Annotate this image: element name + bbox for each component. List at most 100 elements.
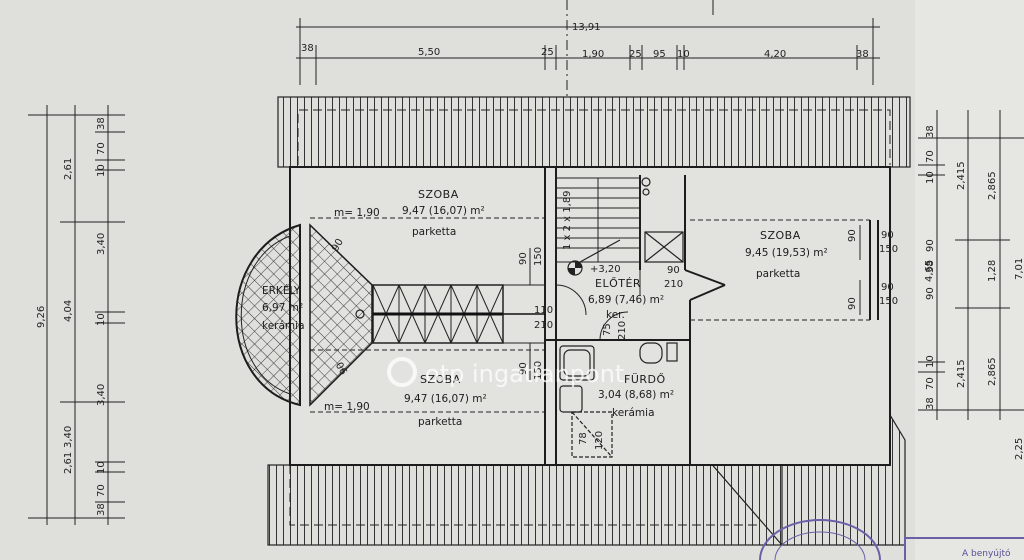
dim-total-width: 13,91 bbox=[572, 22, 601, 33]
op-150-g: 150 bbox=[879, 296, 898, 307]
op-90-b: 90 bbox=[518, 362, 529, 375]
dim-right-outer-2: 2,865 bbox=[987, 357, 998, 386]
op-90-a: 90 bbox=[518, 252, 529, 265]
room-balcony: ERKÉLY 6,97 m² kerámia bbox=[262, 284, 305, 332]
dim-left-inner-0: 38 bbox=[96, 117, 107, 130]
dim-left-mid-2: 3,40 bbox=[63, 426, 74, 448]
dim-left-inner-7: 70 bbox=[96, 484, 107, 497]
dim-top-3: 1,90 bbox=[582, 49, 604, 60]
op-90-d: 90 bbox=[847, 229, 858, 242]
dim-left-inner-4: 10 bbox=[96, 313, 107, 326]
top-dimension-lines bbox=[296, 0, 880, 100]
eaves-dash-lines bbox=[289, 109, 891, 526]
bath-dim-120: 120 bbox=[594, 431, 605, 450]
room-right: SZOBA 9,45 (19,53) m² parketta bbox=[745, 229, 828, 280]
room-area: 9,45 (19,53) m² bbox=[745, 247, 828, 259]
room-name: SZOBA bbox=[418, 188, 459, 201]
door-marks bbox=[529, 225, 861, 380]
dim-top-6: 10 bbox=[677, 49, 690, 60]
stair-label: 1 x 2 x 1,89 bbox=[562, 190, 573, 250]
room-area: 9,47 (16,07) m² bbox=[404, 393, 487, 405]
roof-band-top bbox=[277, 96, 911, 168]
dim-right-outer-1: 1,28 bbox=[987, 260, 998, 282]
room-area: 6,97 m² bbox=[262, 302, 303, 314]
dim-left-total: 9,26 bbox=[36, 306, 47, 328]
stamp-text: A benyújtó bbox=[962, 548, 1011, 559]
dim-right-inner-1: 70 bbox=[925, 150, 936, 163]
op-110: 110 bbox=[534, 305, 553, 316]
dim-left-inner-1: 70 bbox=[96, 142, 107, 155]
balcony-column bbox=[355, 309, 365, 319]
room-bottom-left: SZOBA 9,47 (16,07) m² m= 1,90 parketta bbox=[324, 373, 487, 428]
dim-left-inner-8: 38 bbox=[96, 503, 107, 516]
dim-right-inner-0: 38 bbox=[925, 125, 936, 138]
staircase bbox=[555, 177, 641, 263]
dim-right-inner-4: 38 bbox=[925, 260, 936, 273]
dim-top-4: 25 bbox=[629, 49, 642, 60]
room-floor: kerámia bbox=[612, 407, 655, 419]
dim-left-inner-2: 10 bbox=[96, 164, 107, 177]
dim-top-5: 95 bbox=[653, 49, 666, 60]
op-90-f: 90 bbox=[847, 297, 858, 310]
op-210: 210 bbox=[534, 320, 553, 331]
op-210-d: 210 bbox=[617, 321, 628, 340]
op-90-e: 90 bbox=[881, 230, 894, 241]
dim-right-inner-7: 70 bbox=[925, 377, 936, 390]
dim-top-2: 25 bbox=[541, 47, 554, 58]
dim-left-inner-3: 3,40 bbox=[96, 233, 107, 255]
room-name: SZOBA bbox=[760, 229, 801, 242]
op-75: 75 bbox=[602, 323, 613, 336]
dim-right-outer-0: 2,865 bbox=[987, 171, 998, 200]
dim-top-8: 38 bbox=[856, 49, 869, 60]
room-top-left: SZOBA m= 1,90 9,47 (16,07) m² parketta bbox=[334, 188, 485, 238]
op-210-c: 210 bbox=[664, 279, 683, 290]
dim-right-inner-2: 10 bbox=[925, 171, 936, 184]
walls bbox=[289, 166, 891, 466]
dim-left-inner-5: 3,40 bbox=[96, 384, 107, 406]
dim-right-inner-6: 10 bbox=[925, 355, 936, 368]
op-150-e: 150 bbox=[879, 244, 898, 255]
room-floor: parketta bbox=[412, 226, 456, 238]
dim-left-inner-6: 10 bbox=[96, 461, 107, 474]
op-90-c: 90 bbox=[667, 265, 680, 276]
balcony-bay bbox=[309, 223, 373, 407]
level-label: +3,20 bbox=[590, 264, 621, 275]
dim-right-inner-3: 90 bbox=[925, 239, 936, 252]
room-name: ELŐTÉR bbox=[595, 276, 641, 290]
op-150-b: 150 bbox=[533, 361, 544, 380]
dim-right-mid-0: 2,415 bbox=[956, 161, 967, 190]
dim-right-bottom: 2,25 bbox=[1014, 438, 1024, 460]
dim-top-0: 38 bbox=[301, 43, 314, 54]
stamp-box: A benyújtó bbox=[904, 537, 1024, 560]
roof-band-bottom bbox=[267, 464, 783, 546]
bath-dim-78: 78 bbox=[578, 432, 589, 445]
dim-right-mid-2: 2,415 bbox=[956, 359, 967, 388]
dim-right-inner-8: 38 bbox=[925, 397, 936, 410]
watermark: otp ingatlanpont bbox=[387, 357, 624, 388]
right-dimension-lines bbox=[918, 110, 1024, 420]
room-name: FÜRDŐ bbox=[624, 372, 666, 386]
dim-left-mid-0: 2,61 bbox=[63, 158, 74, 180]
room-floor: ker. bbox=[606, 309, 625, 321]
op-90-g: 90 bbox=[881, 282, 894, 293]
watermark-text: otp ingatlanpont bbox=[425, 360, 624, 388]
dim-top-1: 5,50 bbox=[418, 47, 440, 58]
dim-left-mid-3: 2,61 bbox=[63, 452, 74, 474]
room-floor: parketta bbox=[756, 268, 800, 280]
cabinet bbox=[641, 177, 684, 263]
room-area: 3,04 (8,68) m² bbox=[598, 389, 674, 401]
room-area: 6,89 (7,46) m² bbox=[588, 294, 664, 306]
dim-right-mid-1: 4,65 bbox=[924, 260, 935, 282]
left-dimension-lines bbox=[28, 105, 125, 525]
dim-top-7: 4,20 bbox=[764, 49, 786, 60]
room-floor: kerámia bbox=[262, 320, 305, 332]
room-bath: FÜRDŐ 3,04 (8,68) m² kerámia bbox=[598, 372, 674, 419]
room-name: SZOBA bbox=[420, 373, 461, 386]
balcony-inner-arc bbox=[240, 235, 291, 395]
dim-right-total: 7,01 bbox=[1014, 258, 1024, 280]
room-area: 9,47 (16,07) m² bbox=[402, 205, 485, 217]
level-marker bbox=[567, 260, 583, 276]
room-hall: ELŐTÉR 6,89 (7,46) m² ker. bbox=[588, 276, 664, 321]
dim-right-inner-5: 90 bbox=[925, 287, 936, 300]
